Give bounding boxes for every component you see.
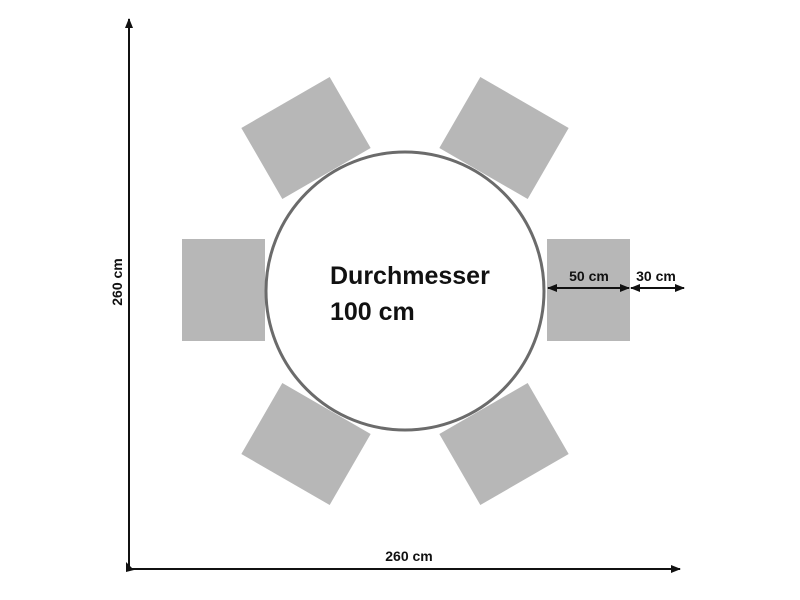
chair-depth-label: 50 cm <box>569 268 609 284</box>
width-label: 260 cm <box>385 548 432 564</box>
height-label: 260 cm <box>109 258 125 305</box>
chair-bottom-right <box>439 382 569 506</box>
table-diameter-label: Durchmesser <box>330 262 490 290</box>
chair-right <box>547 239 630 341</box>
table-diameter-value: 100 cm <box>330 298 415 326</box>
chair-left <box>182 239 265 341</box>
chair-top-right <box>439 76 569 200</box>
round-table <box>264 150 546 432</box>
corner-arrow-icon <box>126 562 134 572</box>
chair-top-left <box>241 76 371 200</box>
clearance-label: 30 cm <box>636 268 676 284</box>
chair-bottom-left <box>241 382 371 506</box>
